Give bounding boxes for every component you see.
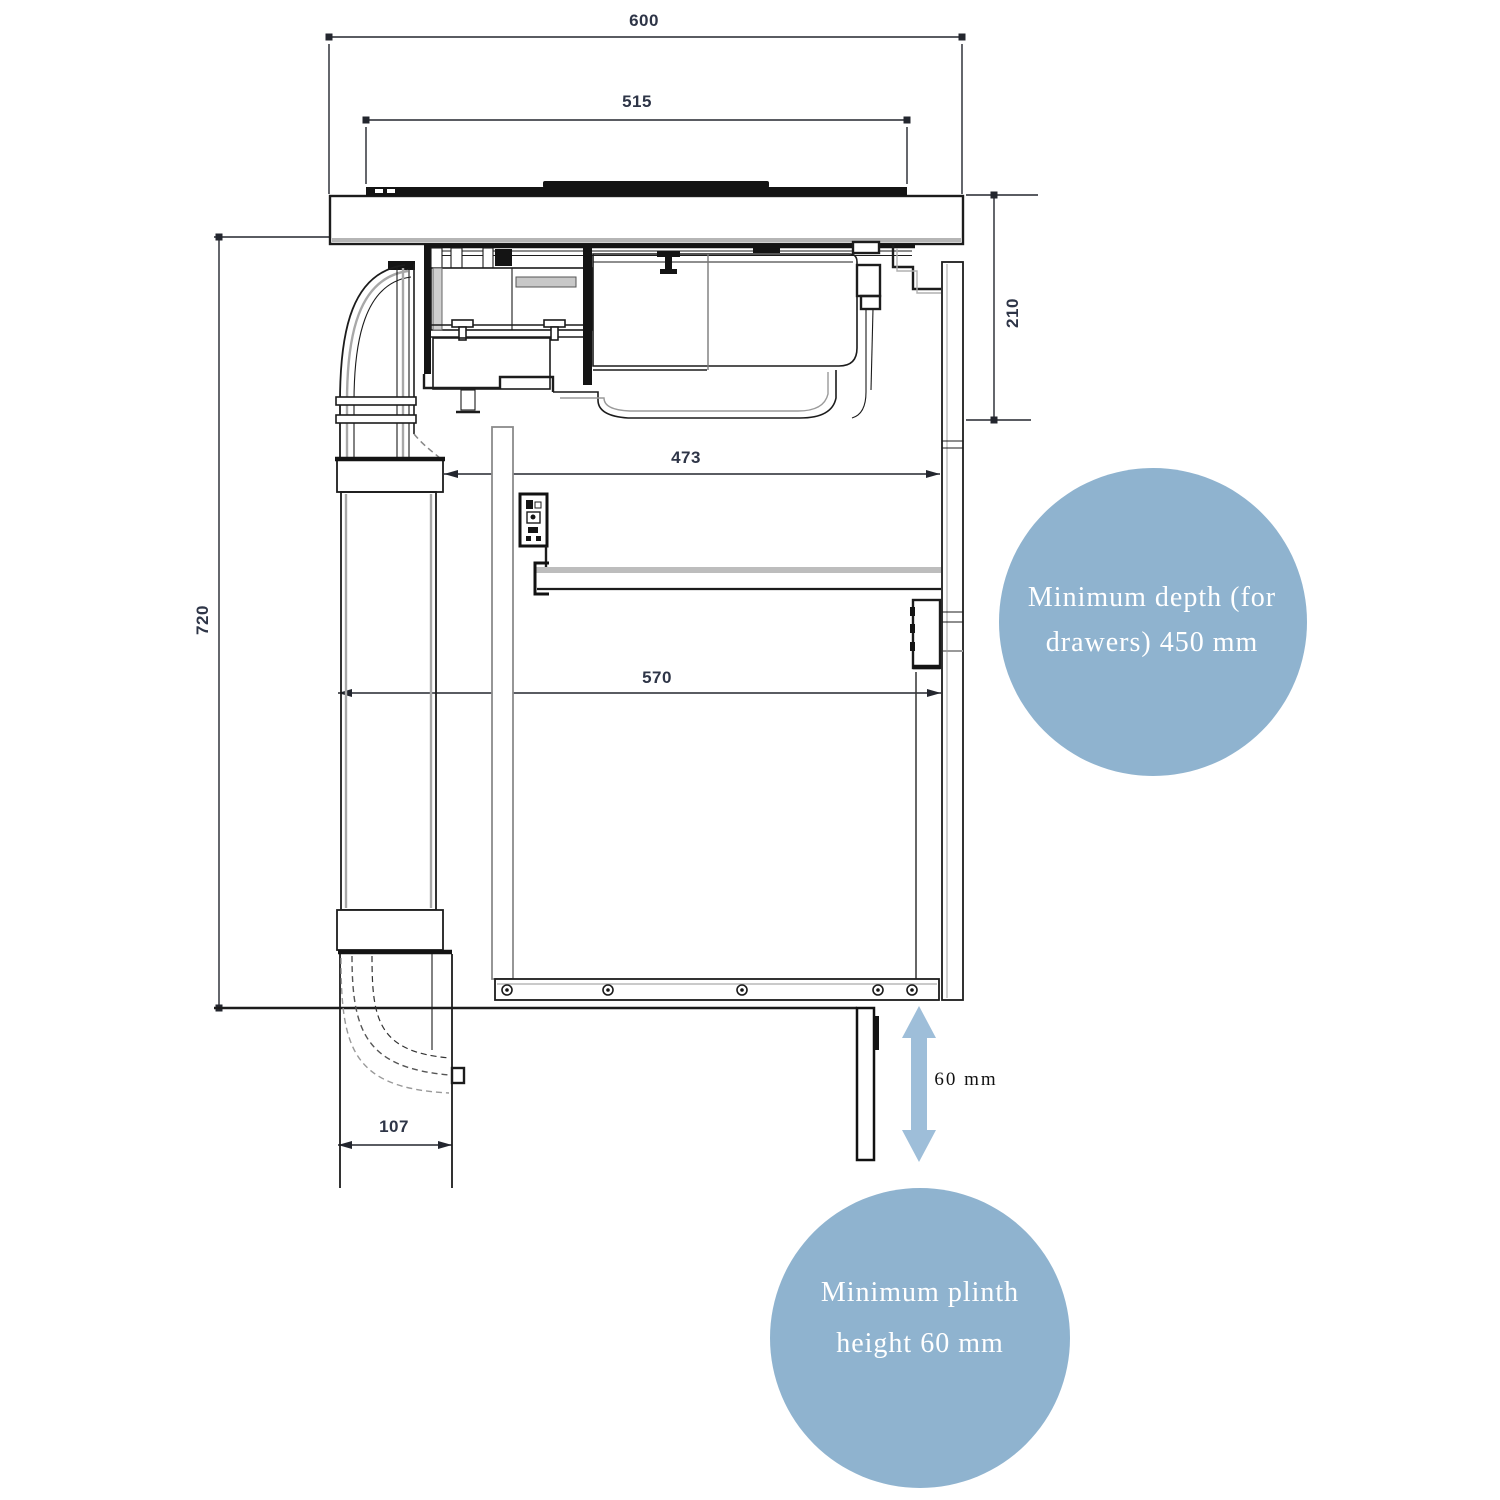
screw (736, 984, 748, 996)
screw (501, 984, 513, 996)
back-panel (941, 261, 964, 1001)
plinth-panel (855, 1006, 876, 1162)
bottom-panel (494, 978, 940, 1001)
cabinet (491, 261, 964, 1001)
screw (602, 984, 614, 996)
plinth (855, 1006, 879, 1162)
duct-stack (335, 456, 466, 1188)
hinge-bracket (910, 598, 963, 670)
hob-glass (366, 181, 907, 196)
junction-box (518, 492, 549, 569)
dimension-515 (362, 116, 911, 184)
dimension-570 (338, 689, 941, 697)
plinth-gap-arrow-icon (902, 1006, 936, 1162)
dimension-473 (444, 470, 940, 478)
drawer-rail (533, 561, 941, 596)
worktop (328, 194, 965, 246)
dim-label-570: 570 (642, 668, 672, 687)
dimension-107 (338, 1141, 452, 1149)
screw (872, 984, 884, 996)
callout-plinth-line1: Minimum plinth (820, 1277, 1020, 1308)
hob-unit (422, 240, 941, 419)
callout-circle-plinth-height (770, 1188, 1070, 1488)
dimension-600 (325, 33, 966, 194)
callout-circle-drawer-depth (999, 468, 1307, 776)
dimension-210 (966, 191, 1038, 424)
dim-label-600: 600 (629, 11, 659, 30)
callout-drawer-depth-line1: Minimum depth (for (1027, 582, 1277, 613)
callout-plinth-line2: height 60 mm (836, 1328, 1004, 1359)
dim-label-107: 107 (379, 1117, 409, 1136)
screw (906, 984, 918, 996)
plinth-gap-label: 60 mm (934, 1069, 998, 1090)
duct-elbow (335, 261, 442, 460)
dimension-720 (214, 233, 330, 1012)
callout-drawer-depth-line2: drawers) 450 mm (1045, 627, 1259, 658)
dim-label-515: 515 (622, 92, 652, 111)
dim-label-473: 473 (671, 448, 701, 467)
dim-label-720: 720 (193, 605, 212, 635)
dim-label-210: 210 (1003, 298, 1022, 328)
